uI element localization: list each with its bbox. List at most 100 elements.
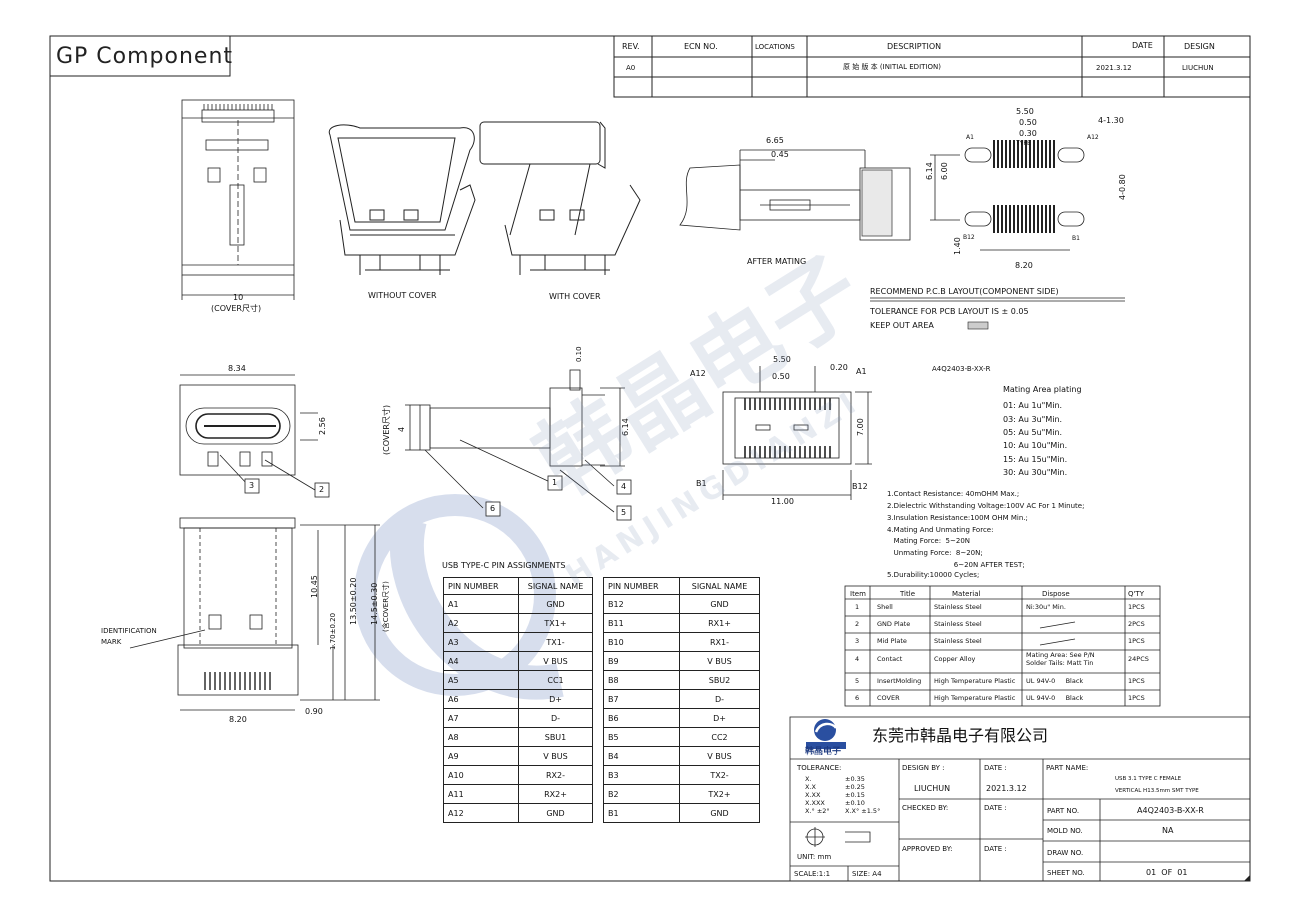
pcb-dim-050: 0.50: [1019, 118, 1037, 127]
pin-number-cell: A12: [443, 803, 519, 823]
sheet-no-label: SHEET NO.: [1047, 869, 1085, 877]
signal-name-cell: RX1+: [679, 613, 760, 633]
mold-no-label: MOLD NO.: [1047, 827, 1083, 835]
signal-name-cell: V BUS: [518, 746, 593, 766]
part-name-label: PART NAME:: [1046, 764, 1089, 772]
fp-pin-a12: A12: [690, 369, 706, 378]
pcb-dim-614: 6.14: [925, 162, 934, 180]
fp-dim-550: 5.50: [773, 355, 791, 364]
unit-label: UNIT: mm: [797, 853, 832, 861]
fp-dim-020: 0.20: [830, 363, 848, 372]
callout-4: 4: [621, 482, 627, 491]
signal-name-cell: V BUS: [518, 651, 593, 671]
sheet-no-value: 01 OF 01: [1146, 868, 1188, 877]
bom-material-cell: Stainless Steel: [934, 603, 982, 611]
locations-header: LOCATIONS: [755, 43, 795, 51]
pin-number-cell: B10: [603, 632, 680, 652]
pin-number-cell: A8: [443, 727, 519, 747]
top-view: [181, 99, 295, 300]
signal-name-cell: D-: [518, 708, 593, 728]
bom-item-cell: 2: [855, 620, 860, 628]
pcb-dim-820: 8.20: [1015, 261, 1033, 270]
bom-item-cell: 3: [855, 637, 860, 645]
spec-5: Mating Force: 5~20N: [887, 537, 971, 545]
pin-number-cell: A3: [443, 632, 519, 652]
checked-by-label: CHECKED BY:: [902, 804, 949, 812]
spec-8: 5.Durability:10000 Cycles;: [887, 571, 980, 579]
date-label-1: DATE :: [984, 764, 1007, 772]
bom-material-cell: High Temperature Plastic: [934, 694, 1016, 702]
front-dim-834: 8.34: [228, 364, 246, 373]
description-header: DESCRIPTION: [887, 42, 942, 51]
bom-header-material: Material: [952, 590, 981, 598]
bom-qty-cell: 1PCS: [1128, 637, 1145, 645]
signal-name-cell: D+: [679, 708, 760, 728]
company-name: 东莞市韩晶电子有限公司: [872, 726, 1049, 745]
side-dim-cover: (COVER尺寸): [382, 404, 391, 455]
part-no-value: A4Q2403-B-XX-R: [1137, 806, 1204, 815]
after-mating-view: [679, 149, 911, 241]
size-label: SIZE: A4: [852, 870, 882, 878]
callout-6: 6: [490, 504, 496, 513]
part-name-line-2: VERTICAL H13.5mm SMT TYPE: [1115, 788, 1199, 794]
rev-header: REV.: [622, 42, 640, 51]
pcb-dim-holes: 4-1.30: [1098, 116, 1124, 125]
signal-name-cell: RX2+: [518, 784, 593, 804]
logo-sub: HANJINGDIANZI: [806, 752, 838, 757]
signal-name-header: SIGNAL NAME: [679, 577, 760, 595]
company-tag: GP Component: [56, 44, 234, 69]
signal-name-cell: GND: [679, 594, 760, 614]
bom-title-cell: Mid Plate: [877, 637, 907, 645]
design-header: DESIGN: [1184, 42, 1215, 51]
pin-number-cell: B2: [603, 784, 680, 804]
bom-item-cell: 4: [855, 655, 860, 663]
rev-design-value: LIUCHUN: [1182, 64, 1214, 72]
pin-number-cell: B7: [603, 689, 680, 709]
pcb-pin-a1: A1: [966, 134, 974, 141]
pin-number-cell: B5: [603, 727, 680, 747]
tolerance-key: X.XXX: [805, 799, 825, 807]
bom-title-cell: InsertMolding: [877, 677, 922, 685]
bottom-dim-170: 1.70±0.20: [329, 612, 337, 650]
bom-qty-cell: 1PCS: [1128, 694, 1145, 702]
pin-number-cell: A6: [443, 689, 519, 709]
pcb-dim-type: TYPE: [1016, 140, 1031, 147]
side-dim-4: 4: [397, 426, 406, 432]
iso-with-cover: [479, 121, 641, 275]
identification-mark-2: MARK: [101, 638, 122, 646]
pin-number-cell: A5: [443, 670, 519, 690]
tolerance-value: ±0.10: [845, 799, 865, 807]
callouts: [219, 439, 632, 521]
pin-number-cell: A7: [443, 708, 519, 728]
pin-number-cell: B9: [603, 651, 680, 671]
bom-item-cell: 5: [855, 677, 860, 685]
bottom-dim-cover: (含COVER尺寸): [382, 581, 390, 632]
part-code: A4Q2403-B-XX-R: [932, 365, 991, 373]
tolerance-key: X.° ±2°: [805, 807, 830, 815]
signal-name-cell: TX2+: [679, 784, 760, 804]
fp-dim-1100: 11.00: [771, 497, 794, 506]
pin-number-cell: B1: [603, 803, 680, 823]
pcb-dim-600: 6.00: [940, 162, 949, 180]
bom-dispose-cell: UL 94V-0 Black: [1026, 677, 1084, 685]
signal-name-cell: V BUS: [679, 651, 760, 671]
date-header: DATE: [1132, 41, 1153, 50]
bottom-dim-1045: 10.45: [310, 575, 319, 598]
designer-name: LIUCHUN: [914, 784, 951, 793]
mold-no-value: NA: [1162, 826, 1174, 835]
bom-qty-cell: 2PCS: [1128, 620, 1145, 628]
pin-number-cell: B4: [603, 746, 680, 766]
